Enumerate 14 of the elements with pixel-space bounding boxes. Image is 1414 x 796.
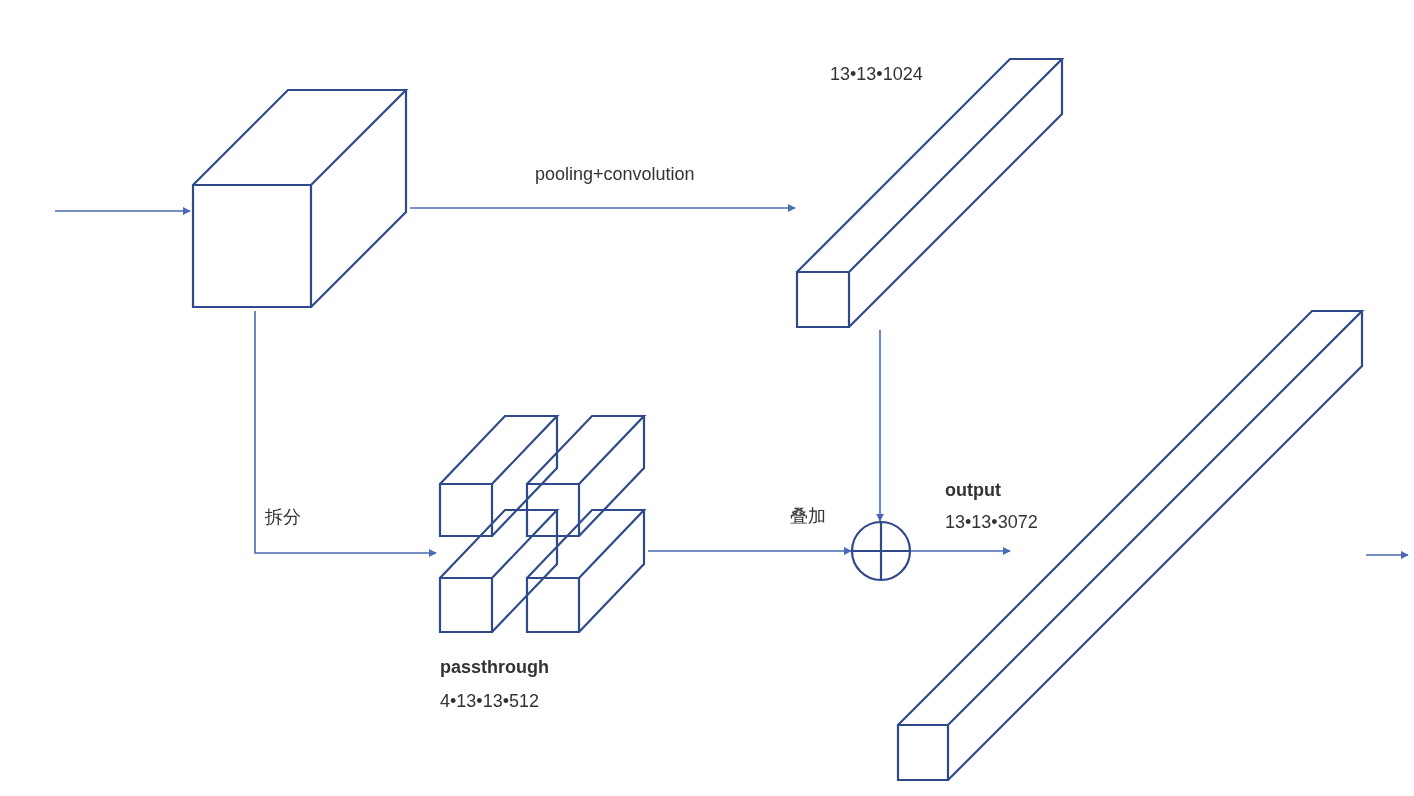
layer-name: output — [945, 480, 1001, 502]
arrow — [647, 547, 852, 555]
edge-label: 拆分 — [263, 505, 303, 529]
arrow — [1365, 551, 1409, 559]
arrow — [54, 207, 191, 215]
arrow — [876, 329, 884, 522]
arrow — [910, 547, 1011, 555]
tensor-shape-label: 4•13•13•512 — [440, 691, 539, 713]
layer-name: passthrough — [440, 657, 549, 679]
tensor-shape-label: 13•13•1024 — [830, 64, 923, 86]
tensor-shape-label: 13•13•3072 — [945, 512, 1038, 534]
arrow — [409, 204, 796, 212]
arrow — [254, 310, 437, 557]
edge-label: pooling+convolution — [533, 164, 697, 185]
